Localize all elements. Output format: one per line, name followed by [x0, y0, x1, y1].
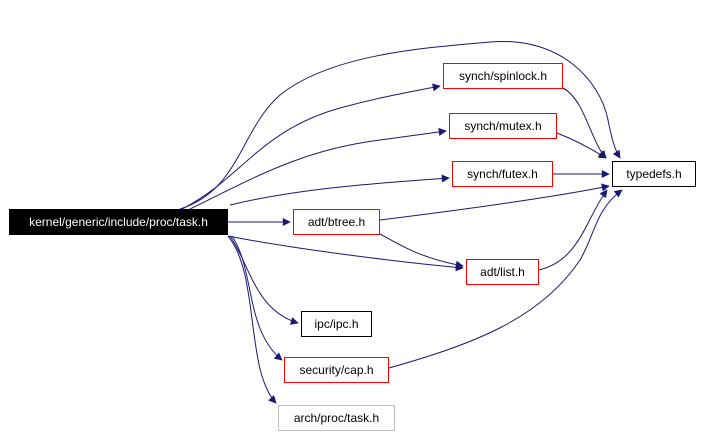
node-label: adt/btree.h — [307, 215, 366, 229]
node-ipc-h[interactable]: ipc/ipc.h — [301, 311, 372, 337]
node-label: ipc/ipc.h — [314, 317, 359, 331]
edge-btree-to-list — [379, 233, 464, 269]
edge-root-to-spinlock — [181, 83, 441, 210]
node-label: synch/futex.h — [467, 167, 538, 181]
node-typedefs-h[interactable]: typedefs.h — [612, 161, 696, 187]
node-label: arch/proc/task.h — [293, 411, 380, 425]
edge-spinlock-to-typedefs — [562, 87, 607, 159]
node-spinlock-h[interactable]: synch/spinlock.h — [443, 63, 563, 89]
edge-root-to-mutex — [189, 127, 447, 210]
node-mutex-h[interactable]: synch/mutex.h — [449, 113, 557, 139]
edge-root-to-archtask — [227, 235, 277, 404]
node-arch-task-h[interactable]: arch/proc/task.h — [278, 405, 395, 431]
node-label: typedefs.h — [626, 167, 682, 181]
edge-cap-to-typedefs — [388, 189, 623, 369]
edge-root-to-typedefs — [179, 40, 621, 210]
node-list-h[interactable]: adt/list.h — [466, 259, 539, 285]
node-label: synch/spinlock.h — [458, 69, 548, 83]
node-label: adt/list.h — [480, 265, 525, 279]
edge-root-to-cap — [231, 235, 283, 361]
node-cap-h[interactable]: security/cap.h — [284, 357, 389, 383]
node-futex-h[interactable]: synch/futex.h — [452, 161, 553, 187]
edge-mutex-to-typedefs — [556, 132, 607, 159]
node-label: synch/mutex.h — [464, 119, 542, 133]
edge-list-to-typedefs — [538, 189, 608, 271]
node-label: kernel/generic/include/proc/task.h — [29, 215, 208, 229]
edge-root-to-futex — [229, 174, 450, 206]
edge-root-to-ipc — [229, 235, 299, 325]
node-btree-h[interactable]: adt/btree.h — [293, 209, 380, 235]
edge-root-to-list — [227, 235, 464, 272]
node-label: security/cap.h — [299, 363, 374, 377]
node-task-h[interactable]: kernel/generic/include/proc/task.h — [9, 209, 228, 235]
edge-btree-to-typedefs — [379, 183, 610, 221]
